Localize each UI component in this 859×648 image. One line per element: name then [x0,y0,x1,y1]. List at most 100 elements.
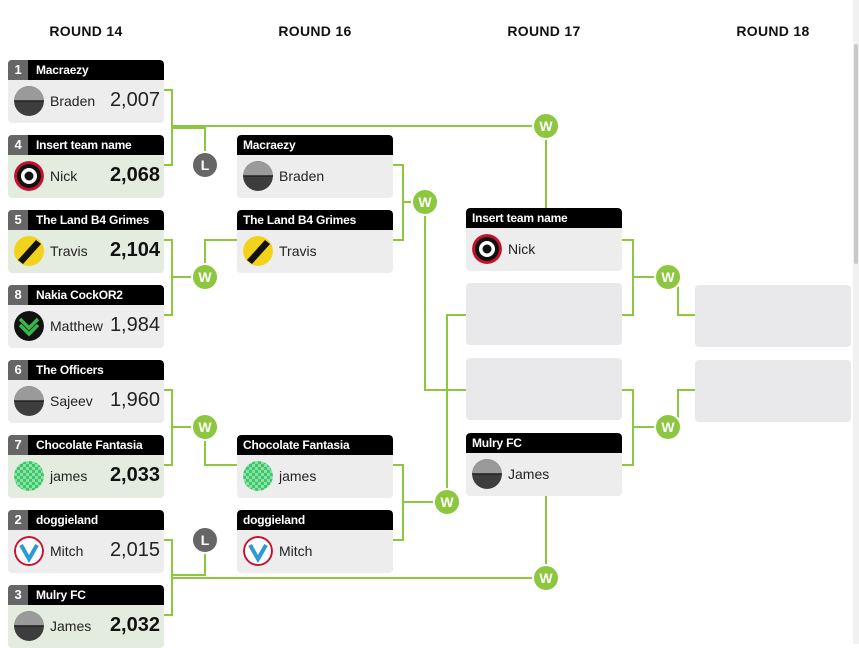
score: 1,984 [109,314,160,336]
seed-number: 1 [8,60,28,80]
manager-name: Sajeev [50,393,93,409]
win-badge: W [654,263,682,291]
avatar [14,611,44,641]
loss-badge: L [191,151,219,179]
matchup-card[interactable]: 1 Macraezy Braden 2,007 [8,60,164,123]
team-name: The Land B4 Grimes [243,213,357,227]
team-name: Insert team name [36,138,132,152]
empty-slot[interactable] [695,360,851,422]
matchup-card[interactable]: 5 The Land B4 Grimes Travis 2,104 [8,210,164,273]
manager-name: Matthew [50,318,103,334]
avatar [243,461,273,491]
loss-badge: L [191,526,219,554]
avatar [243,161,273,191]
team-name: doggieland [36,513,98,527]
seed-number: 3 [8,585,28,605]
team-name: Macraezy [36,63,89,77]
team-name: Nakia CockOR2 [36,288,123,302]
win-badge: W [654,413,682,441]
manager-name: james [50,468,88,484]
score: 2,015 [109,539,160,561]
manager-name: Braden [50,93,96,109]
manager-name: Travis [279,243,317,259]
team-name: Mulry FC [472,436,522,450]
matchup-card[interactable]: Macraezy Braden [237,135,393,198]
matchup-card[interactable]: Chocolate Fantasia james [237,435,393,498]
avatar [14,236,44,266]
matchup-card[interactable]: doggieland Mitch [237,510,393,573]
round-title-14: ROUND 14 [49,23,123,39]
empty-slot[interactable] [466,358,622,420]
score: 2,007 [109,89,160,111]
manager-name: Braden [279,168,325,184]
empty-slot[interactable] [466,283,622,345]
team-name: Macraezy [243,138,296,152]
manager-name: Mitch [50,543,84,559]
win-badge: W [411,188,439,216]
seed-number: 2 [8,510,28,530]
round-title-18: ROUND 18 [736,23,810,39]
matchup-card[interactable]: 3 Mulry FC James 2,032 [8,585,164,648]
win-badge: W [532,112,560,140]
avatar [14,536,44,566]
matchup-card[interactable]: 7 Chocolate Fantasia james 2,033 [8,435,164,498]
team-name: The Land B4 Grimes [36,213,150,227]
score: 2,104 [109,239,160,261]
score: 2,033 [109,464,160,486]
score: 1,960 [109,389,160,411]
team-header: 2 doggieland [8,510,164,530]
win-badge: W [191,263,219,291]
manager-name: Nick [508,241,536,257]
team-name: Chocolate Fantasia [36,438,143,452]
manager-name: Nick [50,168,78,184]
team-header: Chocolate Fantasia [237,435,393,455]
team-header: 7 Chocolate Fantasia [8,435,164,455]
team-name: Insert team name [472,211,568,225]
scrollbar[interactable] [853,0,859,644]
win-badge: W [532,564,560,592]
seed-number: 5 [8,210,28,230]
matchup-card[interactable]: Mulry FC James [466,433,622,496]
matchup-card[interactable]: Insert team name Nick [466,208,622,271]
seed-number: 7 [8,435,28,455]
avatar [243,536,273,566]
avatar [243,236,273,266]
team-header: The Land B4 Grimes [237,210,393,230]
team-header: 3 Mulry FC [8,585,164,605]
win-badge: W [433,488,461,516]
empty-slot[interactable] [695,285,851,347]
manager-name: James [508,466,550,482]
avatar [14,86,44,116]
manager-name: James [50,618,92,634]
manager-name: Mitch [279,543,313,559]
matchup-card[interactable]: The Land B4 Grimes Travis [237,210,393,273]
team-header: 8 Nakia CockOR2 [8,285,164,305]
team-header: 5 The Land B4 Grimes [8,210,164,230]
score: 2,068 [109,164,160,186]
manager-name: Travis [50,243,88,259]
team-header: doggieland [237,510,393,530]
team-name: Mulry FC [36,588,86,602]
avatar [472,234,502,264]
team-header: Macraezy [237,135,393,155]
avatar [14,386,44,416]
team-name: Chocolate Fantasia [243,438,350,452]
matchup-card[interactable]: 8 Nakia CockOR2 Matthew 1,984 [8,285,164,348]
score: 2,032 [109,614,160,636]
round-title-16: ROUND 16 [278,23,352,39]
team-header: Insert team name [466,208,622,228]
avatar [14,161,44,191]
seed-number: 8 [8,285,28,305]
avatar [472,459,502,489]
team-name: doggieland [243,513,305,527]
matchup-card[interactable]: 2 doggieland Mitch 2,015 [8,510,164,573]
avatar [14,461,44,491]
scrollbar-thumb[interactable] [854,44,858,264]
win-badge: W [191,413,219,441]
seed-number: 6 [8,360,28,380]
